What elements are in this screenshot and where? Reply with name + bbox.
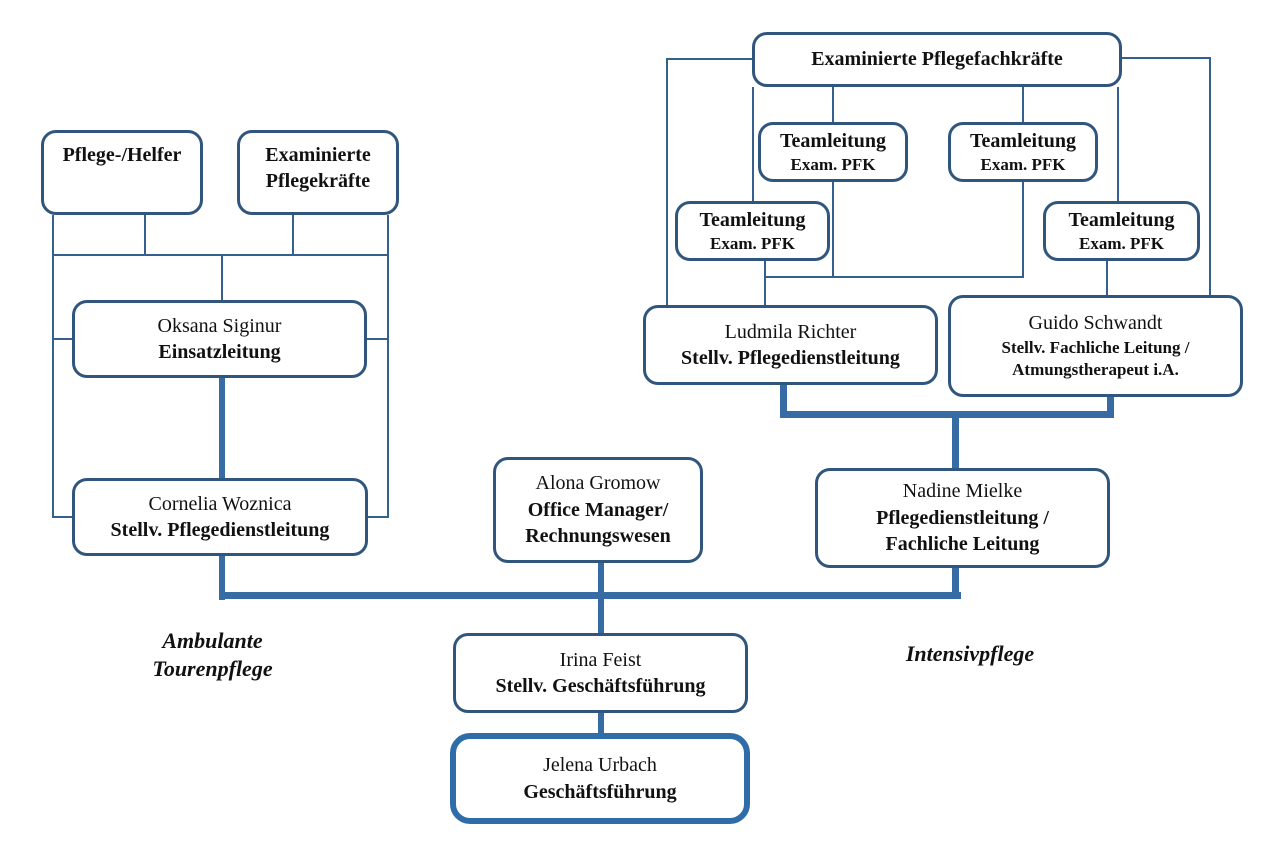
connector-intensiv-collector [780, 411, 1114, 418]
section-label-intensivpflege: Intensivpflege [860, 640, 1080, 668]
connector-stub-cornelia-left [53, 516, 73, 518]
pflege-helfer-label: Pflege-/Helfer [62, 144, 182, 166]
connector-left-collector [52, 254, 389, 256]
examinierte-pflegekraefte-label: Examinierte Pflegekräfte [265, 144, 371, 193]
person-name: Oksana Siginur [157, 314, 282, 337]
teamleitung-title: Teamleitung [699, 208, 806, 231]
connector-to-oksana-top [221, 255, 223, 301]
teamleitung-subtitle: Exam. PFK [1079, 233, 1164, 253]
connector-main-trunk [219, 592, 961, 599]
person-role: Stellv. Geschäftsführung [495, 675, 706, 697]
connector-teamleitung-lr-to-guido [1106, 261, 1108, 296]
org-node-irina-feist: Irina Feist Stellv. Geschäftsführung [453, 633, 748, 713]
teamleitung-subtitle: Exam. PFK [790, 154, 876, 174]
connector-alona-to-irina [598, 563, 604, 639]
person-role: Stellv. Fachliche Leitung / [1001, 337, 1190, 357]
person-role: Einsatzleitung [158, 341, 281, 363]
person-role: Geschäftsführung [523, 780, 677, 803]
connector-stub-oksana-left [53, 338, 73, 340]
person-name: Nadine Mielke [902, 480, 1023, 503]
connector-teamleitung-ul-drop [832, 182, 834, 278]
person-name: Alona Gromow [535, 472, 661, 495]
connector-left-outer-right [387, 215, 389, 518]
org-node-cornelia-woznica: Cornelia Woznica Stellv. Pflegedienstlei… [72, 478, 368, 556]
person-name: Cornelia Woznica [148, 492, 292, 515]
section-label-ambulante-tourenpflege: Ambulante Tourenpflege [130, 627, 295, 682]
person-role: Stellv. Pflegedienstleitung [681, 347, 900, 369]
connector-ludmila-drop [780, 385, 787, 417]
connector-epfk-to-guido [1209, 57, 1211, 297]
connector-epfk-to-teamleitung-ll [752, 87, 754, 202]
person-role: Pflegedienstleitung / [876, 506, 1049, 529]
connector-guido-drop [1107, 397, 1114, 417]
person-name: Ludmila Richter [724, 320, 857, 343]
org-node-teamleitung-lower-right: Teamleitung Exam. PFK [1043, 201, 1200, 261]
connector-right-collector [764, 276, 1024, 278]
connector-epfk-to-ludmila [666, 58, 668, 306]
org-node-examinierte-pflegefachkraefte: Examinierte Pflegefachkräfte [752, 32, 1122, 87]
person-role: Atmungstherapeut i.A. [1012, 360, 1179, 380]
section-label-line: Ambulante [162, 628, 263, 653]
section-label-line: Tourenpflege [152, 655, 273, 681]
examinierte-pflegefachkraefte-label: Examinierte Pflegefachkräfte [811, 48, 1063, 71]
teamleitung-subtitle: Exam. PFK [710, 233, 795, 253]
teamleitung-title: Teamleitung [780, 129, 886, 152]
person-role: Fachliche Leitung [885, 533, 1040, 556]
connector-stub-oksana-right [366, 338, 388, 340]
teamleitung-title: Teamleitung [970, 129, 1076, 152]
person-role: Office Manager/ [527, 498, 669, 521]
connector-stub-cornelia-right [367, 516, 388, 518]
connector-collector-to-ludmila [764, 277, 766, 306]
teamleitung-title: Teamleitung [1068, 208, 1175, 231]
org-node-ludmila-richter: Ludmila Richter Stellv. Pflegedienstleit… [643, 305, 938, 385]
org-node-jelena-urbach: Jelena Urbach Geschäftsführung [450, 733, 750, 824]
connector-epfk-to-teamleitung-ul [832, 87, 834, 123]
connector-oksana-to-cornelia [219, 378, 225, 479]
connector-teamleitung-ll-drop [764, 261, 766, 278]
org-node-alona-gromow: Alona Gromow Office Manager/ Rechnungswe… [493, 457, 703, 563]
org-node-nadine-mielke: Nadine Mielke Pflegedienstleitung / Fach… [815, 468, 1110, 568]
org-node-oksana-siginur: Oksana Siginur Einsatzleitung [72, 300, 367, 378]
person-name: Jelena Urbach [543, 754, 657, 777]
person-name: Guido Schwandt [1028, 312, 1163, 335]
person-name: Irina Feist [559, 648, 642, 671]
connector-collector-to-nadine [952, 416, 959, 469]
connector-nadine-to-trunk [952, 568, 959, 599]
connector-irina-to-jelena [598, 713, 604, 736]
person-role: Rechnungswesen [525, 525, 671, 548]
connector-epfk-to-teamleitung-lr [1117, 87, 1119, 202]
connector-teamleitung-ur-drop [1022, 182, 1024, 278]
teamleitung-subtitle: Exam. PFK [980, 154, 1066, 174]
connector-cornelia-to-trunk [219, 556, 225, 600]
section-label-line: Intensivpflege [905, 641, 1035, 666]
org-node-guido-schwandt: Guido Schwandt Stellv. Fachliche Leitung… [948, 295, 1243, 397]
connector-epfk-to-teamleitung-ur [1022, 87, 1024, 123]
org-node-teamleitung-lower-left: Teamleitung Exam. PFK [675, 201, 830, 261]
connector-epfk-left-elbow-h [667, 58, 753, 60]
org-node-teamleitung-upper-right: Teamleitung Exam. PFK [948, 122, 1098, 182]
person-role: Stellv. Pflegedienstleitung [110, 519, 330, 541]
connector-epfk-right-elbow-h [1122, 57, 1211, 59]
connector-pflegehelfer-drop [144, 215, 146, 256]
org-node-teamleitung-upper-left: Teamleitung Exam. PFK [758, 122, 908, 182]
org-node-pflege-helfer: Pflege-/Helfer [41, 130, 203, 215]
org-node-examinierte-pflegekraefte: Examinierte Pflegekräfte [237, 130, 399, 215]
connector-left-outer-left [52, 215, 54, 518]
connector-pflegekraefte-drop [292, 215, 294, 256]
